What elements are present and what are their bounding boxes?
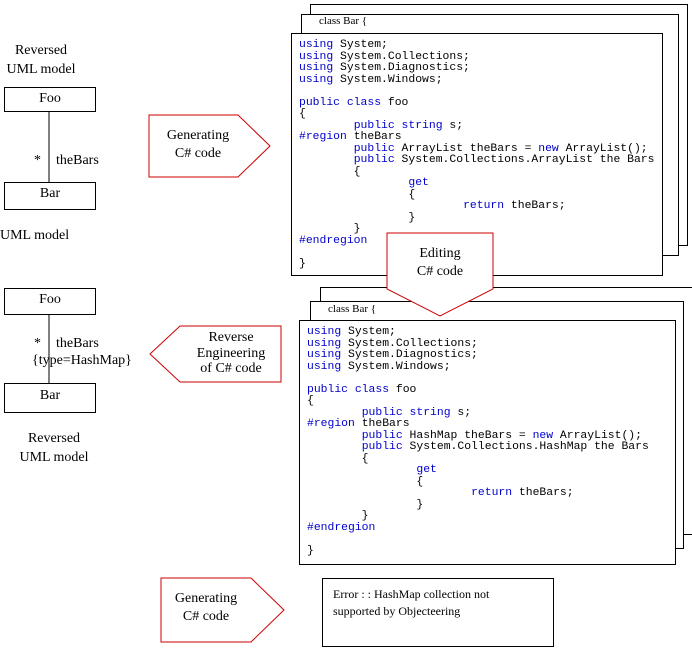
role-label: theBars — [56, 153, 99, 168]
code-line: using System.Windows; — [307, 360, 451, 373]
code-line: } — [299, 223, 361, 235]
code-line: } — [299, 257, 306, 270]
code-line: using System; — [299, 39, 388, 51]
top-uml-title-line2: UML model — [6, 62, 76, 77]
class-bar[interactable]: Bar — [4, 182, 96, 210]
role-label-reversed: theBars — [56, 336, 99, 351]
top-uml-title-line1: Reversed — [14, 43, 68, 58]
code-line: { — [299, 108, 306, 120]
csharp-code-edited: using System;using System.Collections;us… — [307, 326, 649, 557]
error-line-1: Error : : HashMap collection not — [333, 587, 490, 601]
code-line: public System.Collections.ArrayList the … — [353, 154, 655, 166]
error-line-2: supported by Objecteering — [333, 604, 461, 618]
code-line: } — [307, 510, 369, 522]
code-line: public HashMap theBars = new ArrayList()… — [361, 429, 642, 442]
class-bar-reversed[interactable]: Bar — [4, 383, 96, 413]
generating-label-1: Generating C# code — [166, 128, 230, 161]
code-line: #endregion — [307, 521, 376, 534]
multiplicity-label-reversed: * — [34, 336, 41, 351]
code-line: return theBars; — [471, 487, 574, 499]
generating-arrow-shape-2 — [160, 577, 285, 643]
reverse-label: Reverse Engineering of C# code — [196, 330, 266, 376]
code-line: public string s; — [361, 406, 472, 419]
code-line: } — [307, 498, 424, 511]
code-line: using System.Collections; — [307, 337, 478, 350]
code-line: using System.Diagnostics; — [307, 349, 478, 361]
class-foo-reversed[interactable]: Foo — [4, 288, 96, 315]
error-message-box: Error : : HashMap collection not support… — [322, 578, 554, 647]
code-line: get — [416, 464, 437, 476]
code-line: return theBars; — [463, 200, 566, 212]
code-page-front: using System;using System.Collections;us… — [291, 33, 663, 276]
code-line: #endregion — [299, 234, 368, 247]
code-line: } — [299, 211, 416, 224]
code-line: #region theBars — [307, 418, 410, 430]
code-line: public string s; — [353, 119, 464, 132]
code-line: { — [299, 188, 416, 201]
code-line: { — [307, 395, 314, 407]
code-line: public ArrayList theBars = new ArrayList… — [353, 142, 648, 155]
class-foo[interactable]: Foo — [4, 87, 96, 112]
code-line — [307, 534, 649, 546]
code-line: { — [299, 165, 361, 178]
multiplicity-label: * — [34, 153, 41, 168]
csharp-code-original: using System;using System.Collections;us… — [299, 39, 655, 270]
generating-label-2: Generating C# code — [174, 591, 238, 624]
mid-uml-caption-line2: UML model — [19, 450, 89, 465]
code-line: using System.Windows; — [299, 73, 443, 86]
reverse-arrow-shape — [149, 325, 282, 383]
code-line: } — [307, 544, 314, 557]
code-line: get — [408, 177, 429, 189]
code-line: #region theBars — [299, 131, 402, 143]
code-line: public class foo — [307, 383, 417, 396]
code-tab-label: class Bar { — [319, 15, 368, 27]
generating-arrow-shape — [148, 114, 271, 178]
code-line: public System.Collections.HashMap the Ba… — [361, 441, 649, 453]
code2-tab-label: class Bar { — [328, 303, 377, 315]
top-uml-caption: UML model — [0, 228, 70, 243]
code-line: public class foo — [299, 96, 409, 109]
constraint-label: {type=HashMap} — [32, 353, 132, 368]
mid-uml-caption-line1: Reversed — [27, 431, 81, 446]
code-line: using System.Diagnostics; — [299, 62, 470, 74]
code-line: { — [307, 452, 369, 465]
code2-page-front: using System;using System.Collections;us… — [299, 320, 676, 565]
code-line: using System; — [307, 326, 396, 338]
code-line: using System.Collections; — [299, 50, 470, 63]
editing-label: Editing C# code — [416, 246, 464, 279]
code-line: { — [307, 475, 424, 488]
